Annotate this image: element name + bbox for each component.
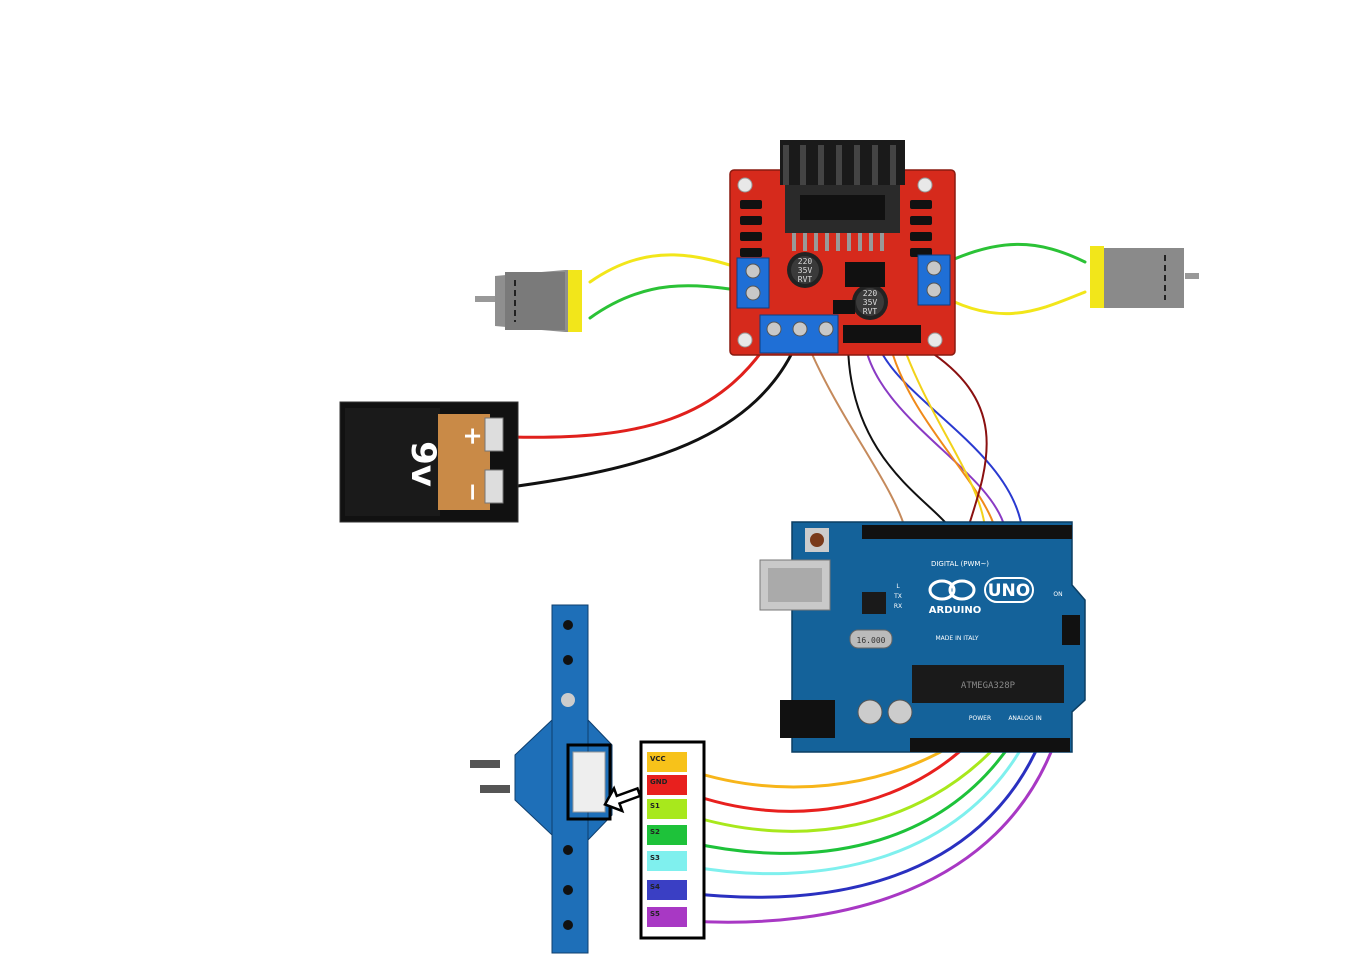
sensor-s4-wire bbox=[686, 740, 1042, 899]
right-motor bbox=[1090, 246, 1199, 308]
left-motor-yellow-wire bbox=[588, 253, 754, 284]
svg-text:ANALOG IN: ANALOG IN bbox=[1008, 715, 1041, 722]
terminal-left bbox=[736, 257, 770, 309]
sensor-label-s4: S4 bbox=[647, 880, 687, 900]
driver-header-pins bbox=[843, 325, 921, 343]
terminal-right bbox=[917, 254, 951, 306]
sensor-gnd-wire bbox=[686, 740, 972, 813]
svg-text:TX: TX bbox=[893, 593, 902, 600]
sensor-header-pins bbox=[572, 751, 606, 813]
svg-text:35V: 35V bbox=[863, 298, 878, 307]
battery-plus: + bbox=[459, 426, 487, 446]
svg-text:16.000: 16.000 bbox=[857, 636, 886, 645]
svg-text:220: 220 bbox=[863, 289, 878, 298]
left-motor-green-wire bbox=[588, 284, 754, 320]
right-motor-yellow-wire bbox=[933, 290, 1087, 316]
battery-black-wire bbox=[501, 333, 802, 490]
sensor-s2-wire bbox=[686, 740, 1014, 855]
heatsink bbox=[780, 140, 905, 251]
battery-minus: − bbox=[459, 482, 487, 502]
sensor-label-vcc: VCC bbox=[647, 752, 687, 772]
sensor-vcc-wire bbox=[686, 740, 960, 789]
svg-text:MADE IN ITALY: MADE IN ITALY bbox=[935, 635, 978, 642]
svg-text:DIGITAL (PWM~): DIGITAL (PWM~) bbox=[931, 560, 989, 568]
battery-red-wire bbox=[510, 333, 775, 439]
sensor-label-s1: S1 bbox=[647, 799, 687, 819]
driver-arduino-darkred-wire bbox=[919, 344, 988, 529]
power-jack bbox=[780, 700, 835, 738]
sensor-header-highlight bbox=[566, 743, 612, 821]
arduino-logo: UNO ARDUINO MADE IN ITALY bbox=[928, 577, 1034, 642]
driver-arduino-purple-wire bbox=[864, 344, 1006, 529]
driver-arduino-black-wire bbox=[847, 344, 951, 529]
right-motor-green-wire bbox=[933, 242, 1087, 270]
power-analog-header bbox=[910, 738, 1070, 752]
svg-text:RVT: RVT bbox=[798, 275, 813, 284]
svg-text:220: 220 bbox=[798, 257, 813, 266]
svg-text:L: L bbox=[896, 583, 900, 590]
line-sensor-board bbox=[470, 604, 613, 954]
battery: 9v + − bbox=[339, 401, 519, 523]
sensor-s5-wire bbox=[686, 740, 1057, 924]
sensor-s3-wire bbox=[686, 740, 1027, 876]
svg-text:ON: ON bbox=[1053, 591, 1062, 598]
sensor-label-gnd: GND bbox=[647, 775, 687, 795]
motor-driver-board: 220 35V RVT 220 35V RVT bbox=[729, 140, 956, 356]
pointer-arrow-icon bbox=[603, 785, 642, 814]
sensor-label-s5: S5 bbox=[647, 907, 687, 927]
svg-text:RVT: RVT bbox=[863, 307, 878, 316]
sensor-label-s3: S3 bbox=[647, 851, 687, 871]
driver-arduino-yellow-wire bbox=[902, 344, 986, 529]
left-motor bbox=[475, 270, 582, 332]
driver-arduino-orange-wire bbox=[889, 344, 996, 529]
digital-header bbox=[862, 525, 1072, 539]
arduino-board: ATMEGA328P 16.000 UNO ARDUINO MADE IN IT… bbox=[759, 521, 1086, 753]
sensor-label-s2: S2 bbox=[647, 825, 687, 845]
svg-text:RX: RX bbox=[894, 603, 902, 610]
sensor-s1-wire bbox=[686, 740, 1002, 833]
atmega-chip bbox=[912, 665, 1064, 703]
battery-voltage-label: 9v bbox=[403, 441, 443, 487]
svg-text:ARDUINO: ARDUINO bbox=[929, 605, 981, 616]
wires bbox=[498, 242, 1087, 924]
svg-text:35V: 35V bbox=[798, 266, 813, 275]
driver-arduino-brown-wire bbox=[807, 344, 906, 529]
svg-text:POWER: POWER bbox=[969, 715, 991, 722]
capacitor-2: 220 35V RVT bbox=[852, 284, 888, 320]
svg-text:ATMEGA328P: ATMEGA328P bbox=[961, 681, 1016, 691]
capacitor-1: 220 35V RVT bbox=[787, 252, 823, 288]
driver-arduino-blue-wire bbox=[877, 344, 1023, 529]
svg-text:UNO: UNO bbox=[988, 581, 1030, 601]
terminal-power bbox=[759, 314, 839, 354]
